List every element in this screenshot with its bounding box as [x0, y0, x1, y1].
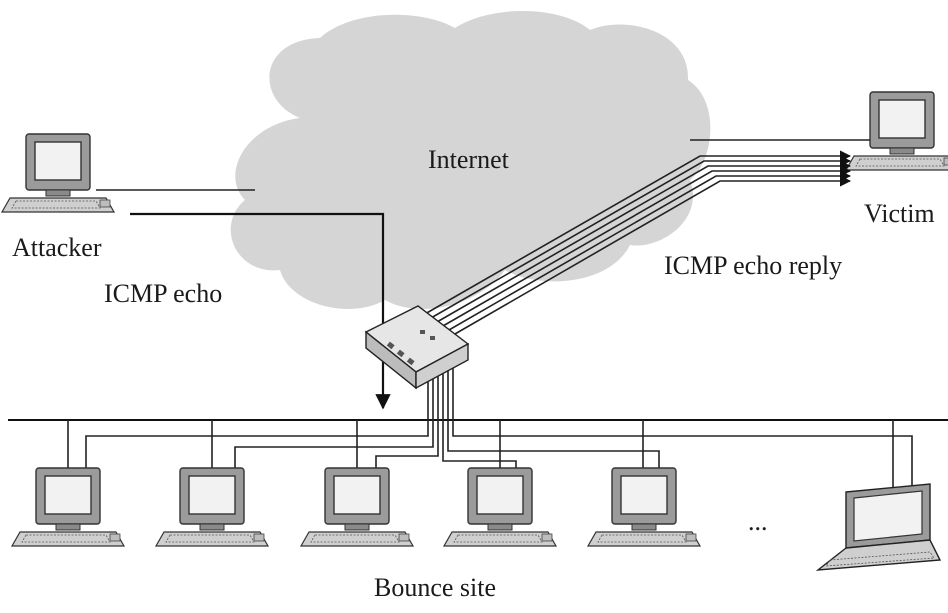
icmp-echo-reply-label: ICMP echo reply: [664, 251, 842, 280]
lan-drops: [67, 420, 894, 490]
victim-label: Victim: [864, 199, 935, 228]
bounce-computer-4-icon: [443, 467, 557, 547]
attacker-label: Attacker: [12, 233, 102, 262]
bounce-reply-paths: [85, 360, 913, 490]
victim-computer-icon: [845, 91, 948, 171]
internet-label: Internet: [428, 145, 510, 174]
bounce-site-label: Bounce site: [374, 573, 496, 602]
bounce-computer-2-icon: [155, 467, 269, 547]
bounce-computer-1-icon: [11, 467, 125, 547]
attacker-computer-icon: [1, 133, 115, 213]
router-icon: [364, 305, 470, 390]
ellipsis-label: ...: [748, 507, 768, 536]
icmp-echo-reply-arrows: [417, 150, 852, 339]
bounce-computer-5-icon: [587, 467, 701, 547]
laptop-icon: [815, 483, 942, 571]
bounce-computer-3-icon: [300, 467, 414, 547]
icmp-echo-label: ICMP echo: [104, 279, 222, 308]
